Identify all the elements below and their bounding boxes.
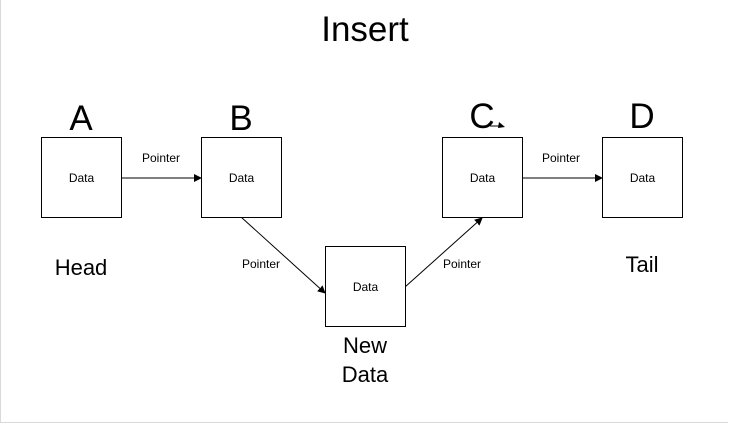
node-a-letter: A bbox=[69, 99, 93, 138]
edge-label-b-new: Pointer bbox=[242, 257, 280, 271]
node-b-label: Data bbox=[229, 171, 255, 185]
caption-new-line2: Data bbox=[342, 362, 389, 387]
node-d-box bbox=[602, 137, 683, 218]
node-d-label: Data bbox=[630, 171, 656, 185]
node-a: Data bbox=[41, 137, 122, 218]
node-c: Data bbox=[442, 137, 523, 218]
edge-label-c-d: Pointer bbox=[542, 151, 580, 165]
node-a-box bbox=[41, 137, 122, 218]
node-b: Data bbox=[201, 137, 282, 218]
node-b-box bbox=[201, 137, 282, 218]
edge-label-a-b: Pointer bbox=[142, 151, 180, 165]
edge-new-to-c bbox=[404, 217, 483, 288]
caption-head: Head bbox=[55, 255, 108, 280]
edge-label-new-c: Pointer bbox=[443, 257, 481, 271]
caption-tail: Tail bbox=[625, 252, 658, 277]
node-c-box bbox=[442, 137, 523, 218]
node-new-label: Data bbox=[353, 280, 379, 294]
stray-arrow-mark bbox=[490, 122, 505, 128]
caption-new-line1: New bbox=[343, 333, 387, 358]
node-d-letter: D bbox=[629, 97, 654, 136]
diagram-title: Insert bbox=[321, 10, 409, 49]
edge-b-to-new bbox=[240, 216, 326, 294]
node-a-label: Data bbox=[69, 171, 95, 185]
node-new-box bbox=[325, 246, 406, 327]
node-new: Data bbox=[325, 246, 406, 327]
node-c-letter: C bbox=[469, 97, 494, 136]
node-b-letter: B bbox=[229, 99, 252, 138]
node-d: Data bbox=[602, 137, 683, 218]
node-c-label: Data bbox=[470, 171, 496, 185]
